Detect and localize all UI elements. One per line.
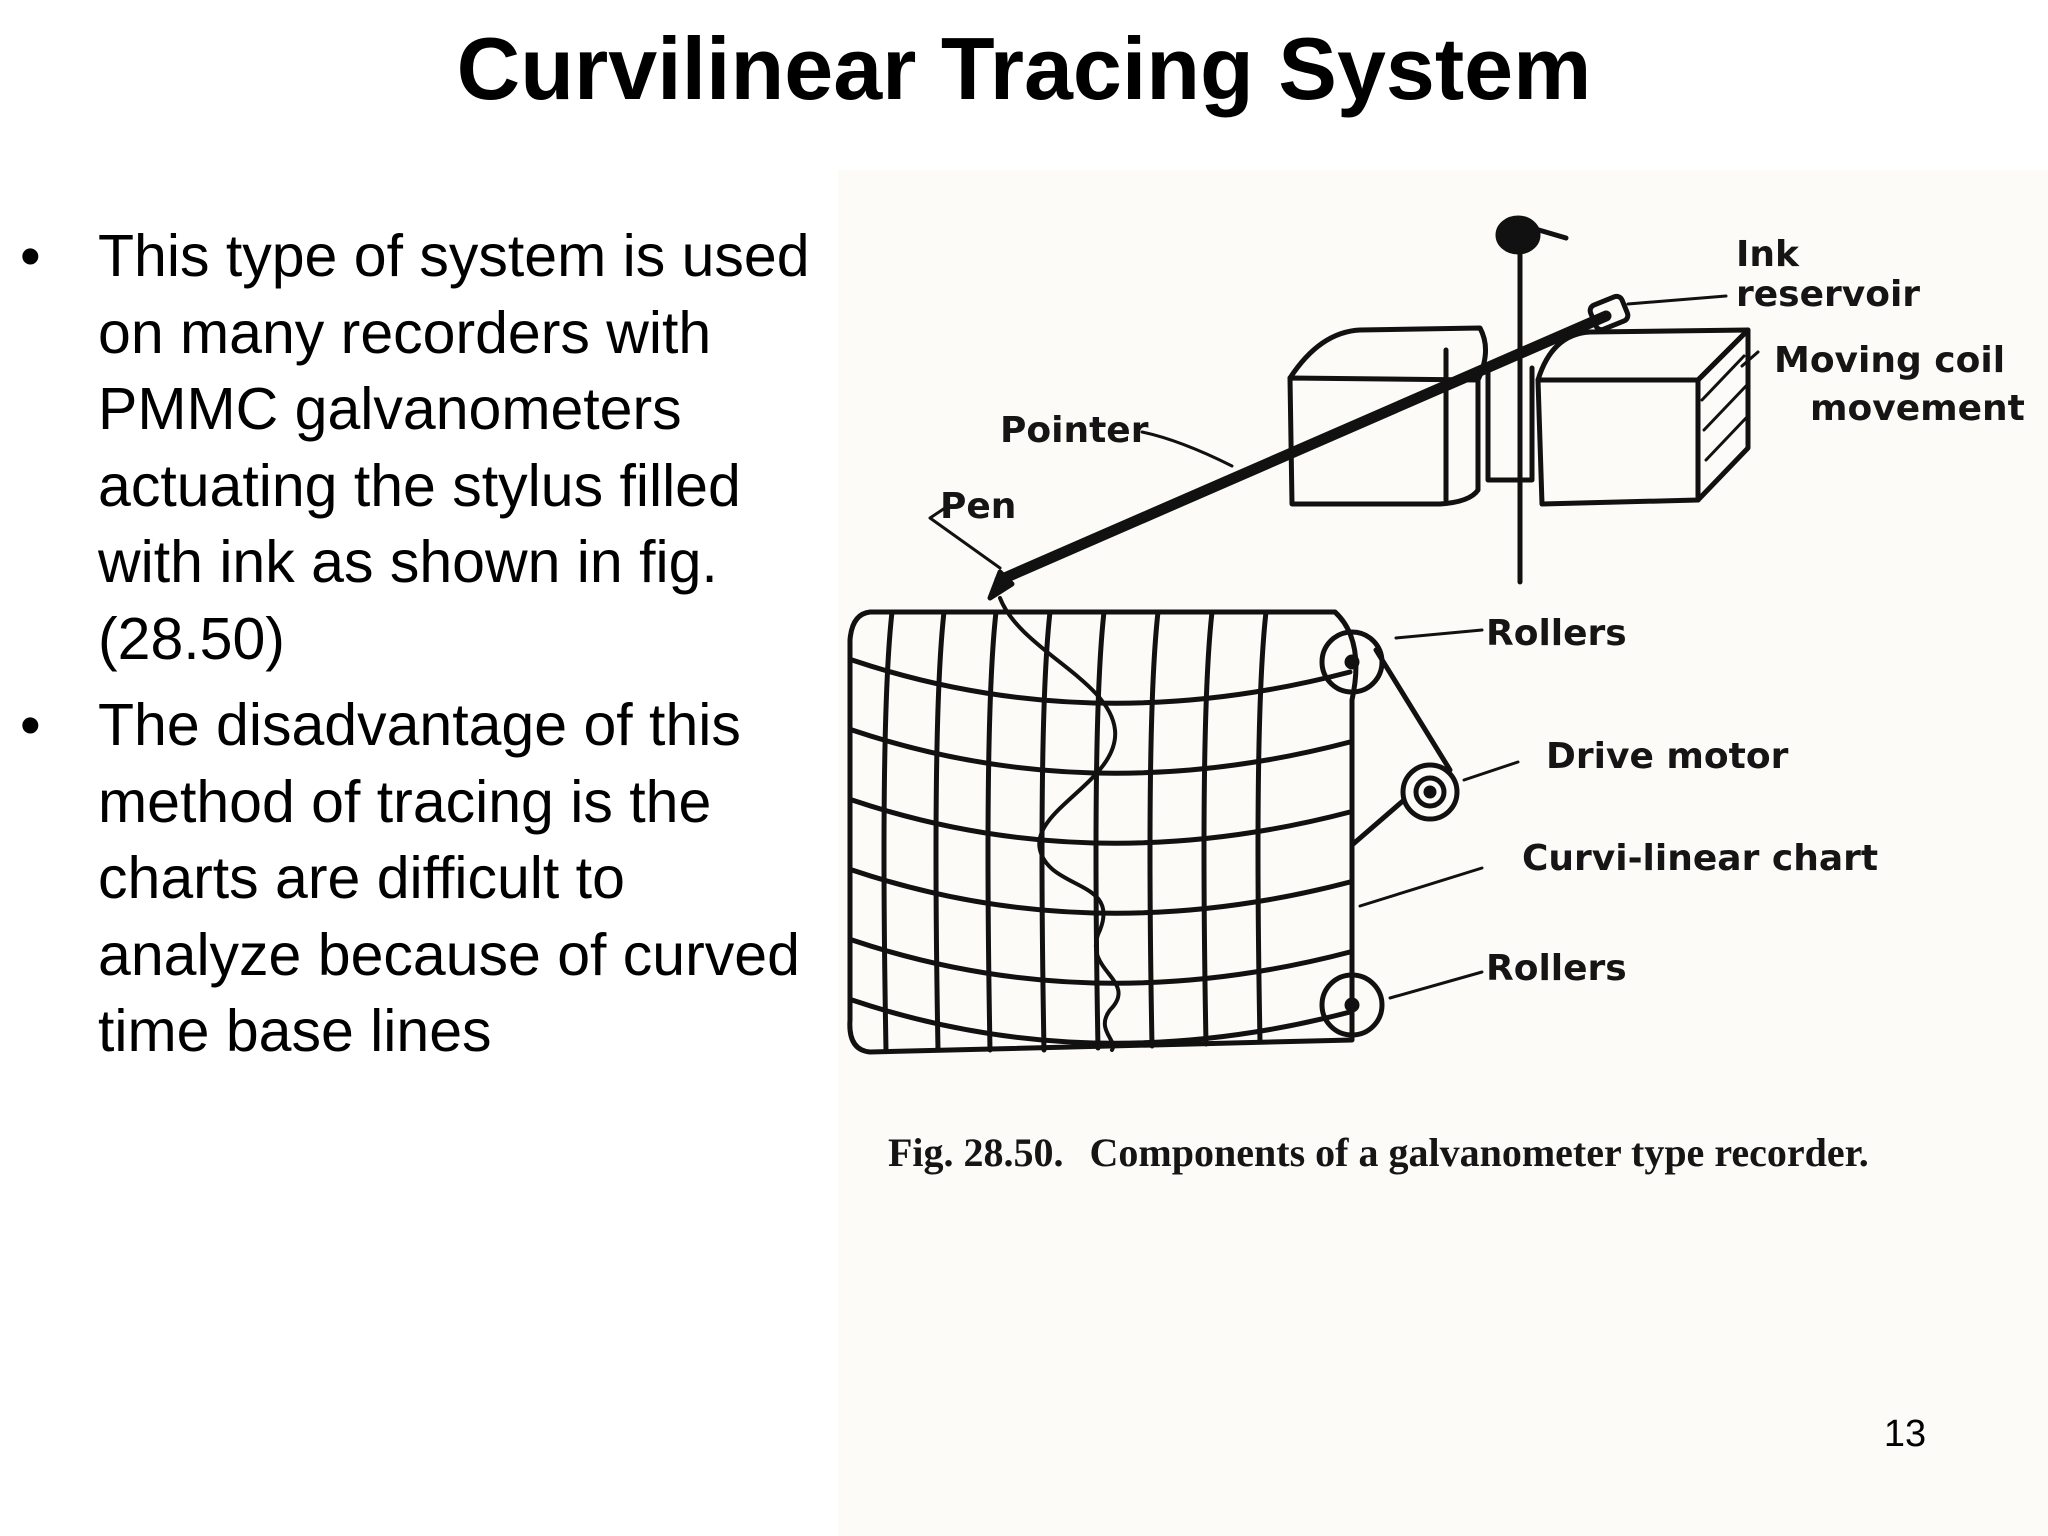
eye-lash [1529,225,1569,241]
label-coil-line1: Moving coil [1774,340,2005,381]
bullet-dot: • [20,692,41,758]
label-coil-line2: movement [1810,388,2025,429]
label-ink-line1: Ink [1736,234,1800,275]
bullet-text: The disadvantage of this method of traci… [98,692,800,1064]
chart-frame [847,609,1359,1055]
magnet-left [1287,375,1481,507]
pointer-arm [994,310,1612,586]
bullet-list: • This type of system is used on many re… [20,218,830,1080]
page-number: 13 [1883,1413,1927,1455]
label-chart: Curvi-linear chart [1522,838,1878,879]
bullet-item: • This type of system is used on many re… [20,218,830,677]
bullet-item: • The disadvantage of this method of tra… [20,687,830,1070]
label-pen: Pen [940,486,1016,527]
roller-bottom [1319,972,1385,1038]
slide-title: Curvilinear Tracing System [456,19,1592,118]
label-pointer: Pointer [1000,410,1149,451]
magnet-left-top [1287,325,1488,383]
label-ink-line2: reservoir [1736,274,1920,315]
label-rollers-top: Rollers [1486,613,1627,654]
label-drive-motor: Drive motor [1546,736,1789,777]
recorded-trace [998,596,1121,1052]
bullet-text: This type of system is used on many reco… [98,223,810,672]
caption-fig-number: Fig. 28.50. [888,1130,1064,1175]
label-rollers-bottom: Rollers [1486,948,1627,989]
bullet-dot: • [20,223,41,289]
pen-tip [987,569,1015,601]
drive-motor-roller [1400,762,1460,822]
magnet-right [1535,377,1701,507]
moving-coil [1485,365,1535,483]
magnet-right-top [1535,327,1751,383]
eye-icon [1495,215,1541,255]
caption-text: Components of a galvanometer type record… [1090,1130,1869,1175]
figure-caption: Fig. 28.50. Components of a galvanometer… [888,1130,1869,1175]
